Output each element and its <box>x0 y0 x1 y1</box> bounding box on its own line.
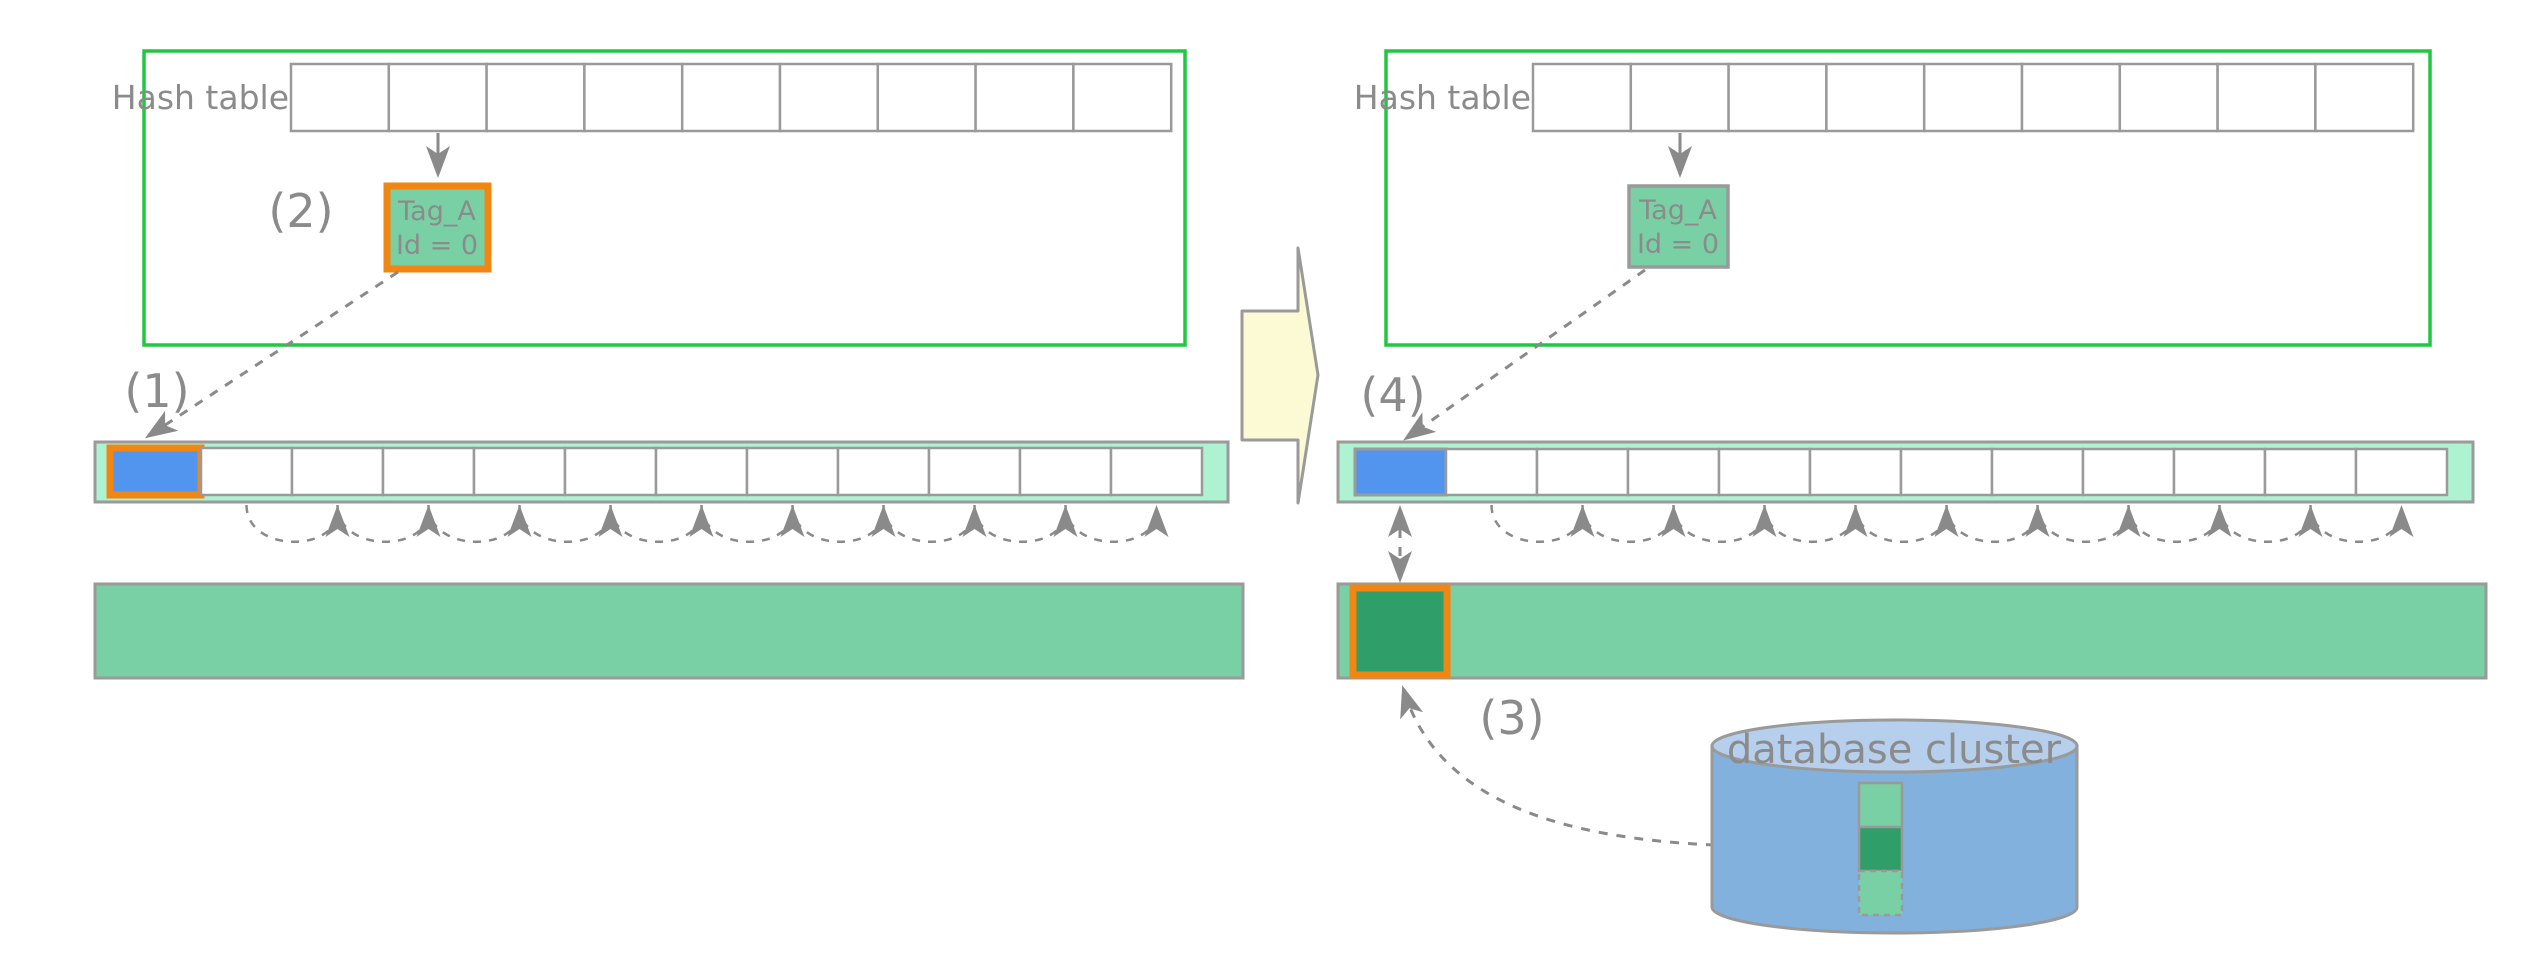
buffer-cell <box>1899 447 1994 497</box>
buffer-cell <box>1990 447 2085 497</box>
loaded-block <box>1349 584 1451 679</box>
buffer-cell <box>290 446 385 497</box>
hash-cell <box>1727 62 1828 133</box>
left-tag-to-cell-arrow <box>144 270 399 439</box>
chain-arc-arrow <box>1672 504 1777 543</box>
step-3-label: (3) <box>1479 691 1544 745</box>
chain-arc-arrow <box>1945 504 2050 543</box>
buffer-cell <box>836 446 931 497</box>
database-cylinder-top <box>1710 718 2079 774</box>
right-tag-line2: Id = 0 <box>1637 229 1719 260</box>
hash-cell <box>876 62 977 133</box>
buffer-cell <box>1444 447 1539 497</box>
right-memory-bar <box>1336 582 2488 680</box>
hash-cell <box>387 62 488 133</box>
hash-cell <box>289 62 391 133</box>
chain-arc-arrow <box>791 504 896 543</box>
right-tag-to-cell-arrow <box>1403 268 1646 441</box>
left-hash-table-row <box>289 62 1173 133</box>
buffer-cell <box>1109 446 1204 497</box>
chain-arc-arrow <box>1581 504 1686 543</box>
step-4-label: (4) <box>1360 368 1425 422</box>
chain-arc-arrow <box>2218 504 2323 543</box>
hash-cell <box>583 62 684 133</box>
buffer-cell <box>1626 447 1721 497</box>
buffer-cell <box>2354 447 2449 497</box>
buffer-cell <box>2172 447 2267 497</box>
hash-cell <box>2118 62 2219 133</box>
chain-arc-arrow <box>882 504 987 543</box>
hash-cell <box>485 62 586 133</box>
chain-arc-arrow <box>518 504 623 543</box>
buffer-cell <box>199 446 294 497</box>
chain-arc-arrow <box>1854 504 1959 543</box>
left-active-slot <box>106 444 205 499</box>
left-panel-border <box>142 49 1187 347</box>
left-tag-line1: Tag_A <box>397 196 476 227</box>
hash-cell <box>1531 62 1633 133</box>
right-tag-box <box>1627 184 1730 269</box>
buffer-cell <box>654 446 749 497</box>
chain-arc-arrow <box>700 504 805 543</box>
buffer-cell <box>2263 447 2358 497</box>
left-chain-arcs <box>245 504 1169 543</box>
chain-arc-arrow <box>609 504 714 543</box>
chain-arc-arrow <box>2036 504 2141 543</box>
chain-arc-arrow <box>1064 504 1169 543</box>
database-cluster-label: database cluster <box>1727 727 2062 773</box>
chain-arc-arrow <box>1763 504 1868 543</box>
buffer-cell <box>1018 446 1113 497</box>
hash-cell <box>1072 62 1173 133</box>
db-record-bottom <box>1857 869 1904 917</box>
buffer-cell <box>1808 447 1903 497</box>
chain-arc-arrow <box>245 504 350 543</box>
buffer-cell <box>381 446 476 497</box>
buffer-cell <box>1717 447 1812 497</box>
step-1-label: (1) <box>124 364 189 418</box>
hash-cell <box>1825 62 1926 133</box>
hash-cell <box>680 62 782 133</box>
transition-arrow <box>1240 246 1320 505</box>
right-hash-table-row <box>1531 62 2415 133</box>
left-memory-bar <box>93 582 1245 680</box>
chain-arc-arrow <box>427 504 532 543</box>
buffer-cell <box>2081 447 2176 497</box>
chain-arc-arrow <box>2127 504 2232 543</box>
db-to-block-arrow <box>1400 685 1860 849</box>
chain-arc-arrow <box>2309 504 2414 543</box>
buffer-cell <box>1535 447 1630 497</box>
right-tag-line1: Tag_A <box>1638 195 1717 226</box>
hash-cell <box>2216 62 2317 133</box>
chain-arc-arrow <box>973 504 1078 543</box>
left-tag-line2: Id = 0 <box>396 230 478 261</box>
db-record-selected <box>1857 825 1904 873</box>
hash-cell <box>778 62 880 133</box>
hash-cell <box>2314 62 2415 133</box>
chain-arc-arrow <box>1490 504 1595 543</box>
right-buffer-cells <box>1444 447 2449 497</box>
left-flow-group: Hash table Tag_A Id = 0 (2) (1) <box>93 49 1245 680</box>
step-2-label: (2) <box>268 184 333 238</box>
db-record-top <box>1857 781 1904 829</box>
hash-cell <box>1922 62 2024 133</box>
right-panel-border <box>1384 49 2432 347</box>
right-flow-group: Hash table Tag_A Id = 0 (4) (3) database… <box>1336 49 2488 935</box>
buffer-cell <box>472 446 567 497</box>
buffer-cell <box>563 446 658 497</box>
right-active-slot <box>1353 447 1448 497</box>
right-chain-arcs <box>1490 504 2414 543</box>
hash-cell <box>2020 62 2122 133</box>
left-buffer-cells <box>199 446 1204 497</box>
chain-arc-arrow <box>336 504 441 543</box>
hash-cell <box>1629 62 1730 133</box>
database-cluster: database cluster <box>1710 718 2079 935</box>
buffer-cell <box>745 446 840 497</box>
left-tag-box <box>383 182 492 273</box>
buffer-cell <box>927 446 1022 497</box>
left-hash-table-label: Hash table <box>112 78 289 117</box>
hash-cell <box>974 62 1075 133</box>
right-hash-table-label: Hash table <box>1354 78 1531 117</box>
